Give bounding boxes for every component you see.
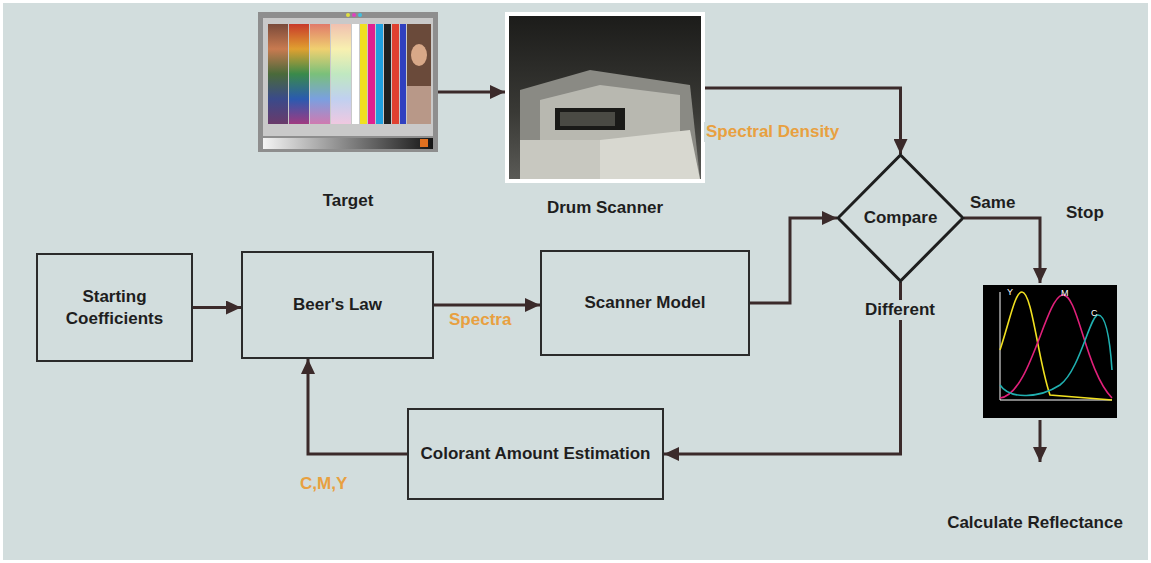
curve-letter: Y xyxy=(1007,288,1013,297)
edge-label: Spectral Density xyxy=(704,122,841,142)
flow-arrow xyxy=(964,218,1040,283)
flow-arrow xyxy=(438,91,505,94)
process-box: Colorant Amount Estimation xyxy=(407,408,664,500)
process-box: Beer's Law xyxy=(241,251,434,359)
edge-label: Same xyxy=(968,193,1017,213)
node-label: Scanner Model xyxy=(585,292,706,313)
flow-arrow xyxy=(434,304,540,307)
process-box: Starting Coefficients xyxy=(36,253,193,362)
image-frame: Target xyxy=(258,12,438,152)
node-label: Compare xyxy=(864,207,938,228)
flow-arrow xyxy=(750,218,837,303)
result-arrow xyxy=(1039,420,1042,462)
process-box: Scanner Model xyxy=(540,250,750,356)
result-label: Calculate Reflectance xyxy=(947,513,1123,533)
diamond-shape xyxy=(838,155,963,281)
stop-label: Stop xyxy=(1066,203,1104,223)
edge-label: Different xyxy=(863,300,937,320)
node-label: Target xyxy=(323,190,374,211)
edge-label: C,M,Y xyxy=(298,474,349,494)
image-frame: Drum Scanner xyxy=(505,12,705,183)
node-label: Starting Coefficients xyxy=(48,286,181,329)
node-label: Drum Scanner xyxy=(547,197,663,218)
node-label: Colorant Amount Estimation xyxy=(421,443,651,464)
curve-letter: C xyxy=(1091,309,1098,318)
curve-letter: M xyxy=(1061,289,1069,298)
scanner-photo xyxy=(505,12,705,183)
edge-label: Spectra xyxy=(447,310,513,330)
chart-frame: Y M C xyxy=(983,285,1117,418)
spectra-chart xyxy=(983,285,1117,418)
decision-diamond: Compare xyxy=(836,153,965,283)
flow-arrow xyxy=(193,306,241,309)
node-label: Beer's Law xyxy=(293,294,382,315)
flow-arrow xyxy=(705,88,901,154)
target-picture xyxy=(258,12,438,152)
flow-arrow xyxy=(308,359,407,454)
